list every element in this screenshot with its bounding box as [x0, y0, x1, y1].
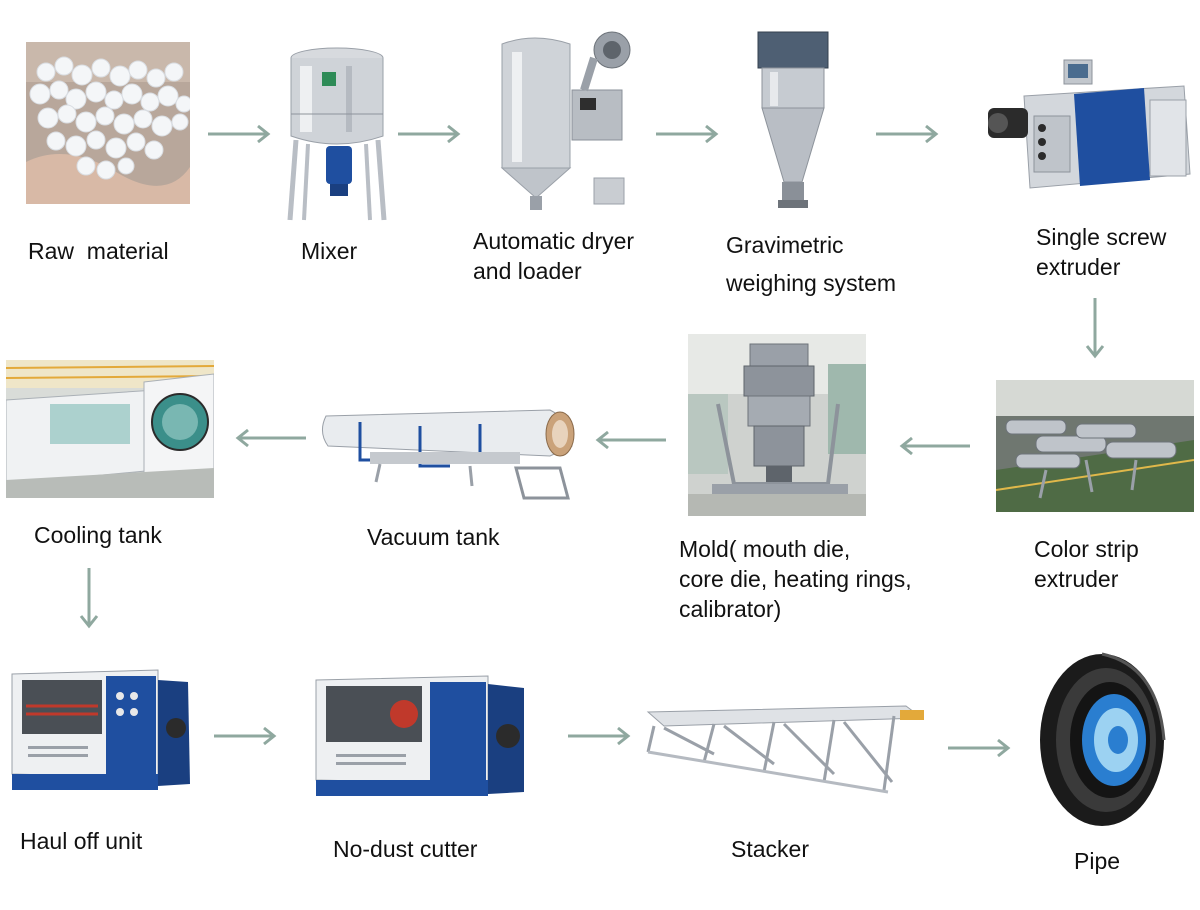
pipe-label: Pipe [1074, 848, 1121, 874]
no-dust-cutter-photo [312, 670, 528, 802]
arrow-right-icon [212, 726, 278, 746]
single-screw-extruder-photo [984, 56, 1194, 196]
mold-die-photo [688, 334, 866, 516]
arrow-left-icon [898, 436, 972, 456]
single-screw-image [984, 56, 1194, 196]
arrow-left-icon [594, 430, 668, 450]
color-strip-label: Color strip extruder [1034, 536, 1139, 592]
dryer-label: Automatic dryer and loader [473, 228, 635, 284]
haul-off-label: Haul off unit [20, 828, 143, 854]
gravimetric-image [752, 24, 834, 216]
raw-material-label: Raw material [28, 238, 169, 264]
mold-image [688, 334, 866, 516]
pipe-image [1028, 646, 1168, 830]
color-strip-extruder-photo [996, 380, 1194, 512]
stacker-image [644, 702, 926, 798]
stacker-label: Stacker [731, 836, 809, 862]
cutter-image [312, 670, 528, 802]
arrow-right-icon [566, 726, 632, 746]
mixer-label: Mixer [301, 238, 358, 264]
cooling-tank-photo [6, 360, 214, 498]
mold-label: Mold( mouth die, core die, heating rings… [679, 536, 912, 622]
stacker-photo [644, 702, 926, 798]
arrow-left-icon [234, 428, 308, 448]
vacuum-tank-image [320, 402, 582, 510]
haul-off-image [8, 666, 192, 796]
single-screw-label: Single screw extruder [1036, 224, 1167, 280]
color-strip-image [996, 380, 1194, 512]
cooling-tank-image [6, 360, 214, 498]
vacuum-tank-photo [320, 402, 582, 510]
pipe-coil-photo [1028, 646, 1168, 830]
arrow-right-icon [874, 124, 940, 144]
gravimetric-hopper-photo [752, 24, 834, 216]
cutter-label: No-dust cutter [333, 836, 478, 862]
vacuum-tank-label: Vacuum tank [367, 524, 500, 550]
mixer-image [286, 44, 388, 226]
cooling-tank-label: Cooling tank [34, 522, 162, 548]
arrow-down-icon [78, 566, 100, 630]
mixer-photo [286, 44, 388, 226]
arrow-right-icon [654, 124, 720, 144]
arrow-right-icon [396, 124, 462, 144]
plastic-pellets-photo [26, 42, 190, 204]
arrow-down-icon [1084, 296, 1106, 360]
arrow-right-icon [206, 124, 272, 144]
arrow-right-icon [946, 738, 1012, 758]
dryer-image [494, 28, 640, 212]
haul-off-unit-photo [8, 666, 192, 796]
gravimetric-label: Gravimetric weighing system [726, 232, 897, 296]
raw-material-image [26, 42, 190, 204]
dryer-loader-photo [494, 28, 640, 212]
